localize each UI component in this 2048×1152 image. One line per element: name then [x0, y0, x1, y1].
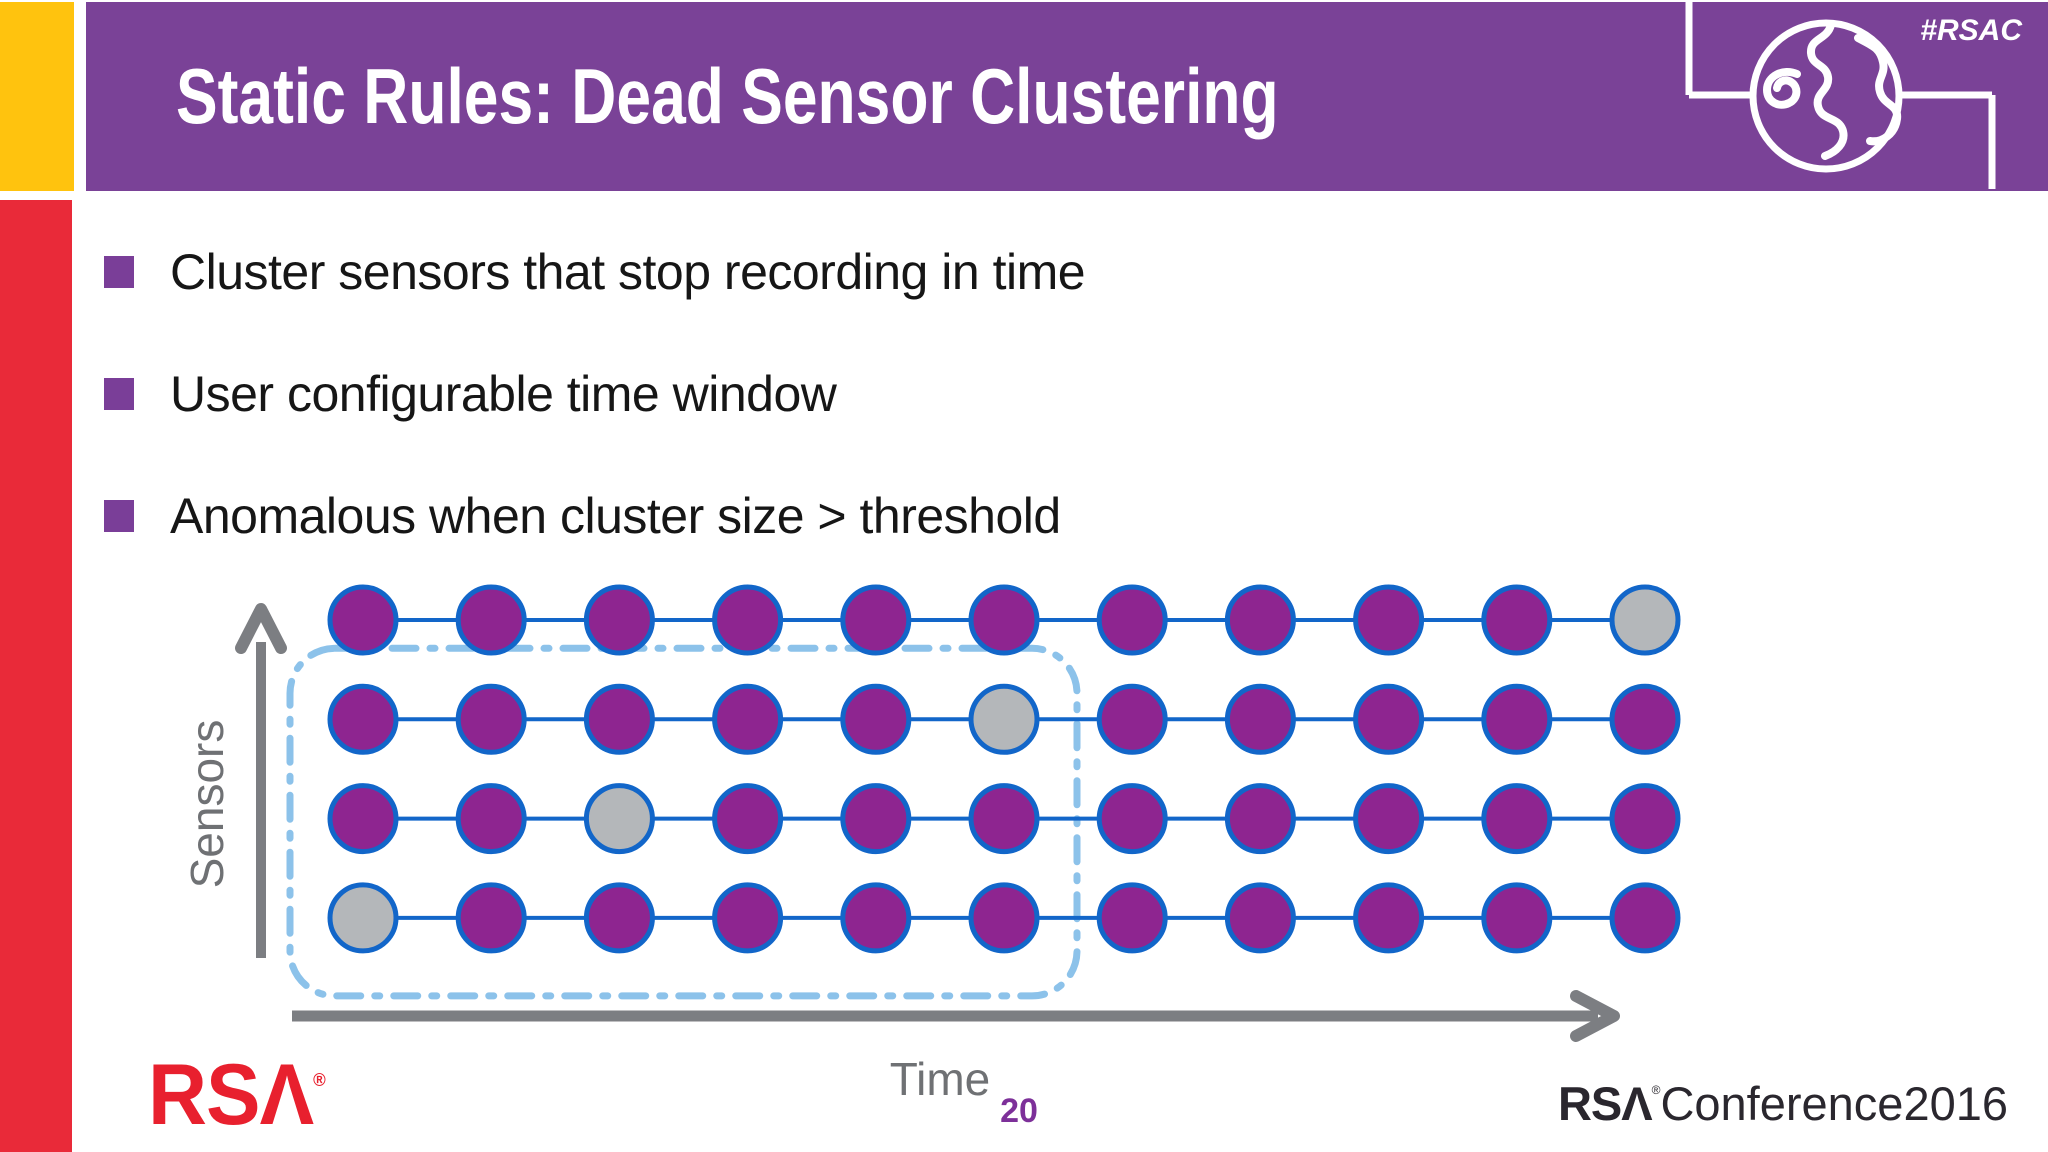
sensor-node — [1353, 683, 1425, 755]
sensor-node-dead — [1609, 584, 1681, 656]
sensor-node — [1481, 882, 1553, 954]
sensor-node — [1609, 882, 1681, 954]
sensor-node — [1481, 584, 1553, 656]
sensor-node — [455, 882, 527, 954]
page-title-wrap: Static Rules: Dead Sensor Clustering — [176, 2, 1554, 191]
sensor-node — [712, 882, 784, 954]
sensor-node — [1353, 882, 1425, 954]
y-axis-arrowhead-icon — [235, 603, 287, 654]
page-title: Static Rules: Dead Sensor Clustering — [176, 52, 1279, 140]
sensor-node — [1224, 584, 1296, 656]
page-number: 20 — [1000, 1092, 1038, 1130]
conference-hashtag: #RSAC — [1920, 14, 2022, 47]
accent-block-yellow — [0, 2, 74, 191]
registered-mark: ® — [313, 1070, 326, 1090]
y-axis-label: Sensors — [181, 719, 233, 889]
sensor-node-dead — [583, 783, 655, 855]
sensor-node — [1609, 683, 1681, 755]
cluster-window — [286, 644, 1081, 1000]
x-axis-label: Time — [889, 1053, 991, 1105]
sensor-node — [455, 683, 527, 755]
sensor-node — [327, 683, 399, 755]
rsa-logo: RSΛ® — [148, 1052, 326, 1138]
sensor-node — [1481, 683, 1553, 755]
sensor-node — [583, 882, 655, 954]
bullet-marker-icon — [104, 256, 134, 288]
rsa-conference-logo: RSΛ®Conference2016 — [1558, 1080, 2008, 1127]
bullet-item: Anomalous when cluster size > threshold — [104, 486, 1085, 546]
sensor-node — [1609, 783, 1681, 855]
sensor-node — [1096, 584, 1168, 656]
bullet-item: Cluster sensors that stop recording in t… — [104, 242, 1086, 302]
bullet-list: Cluster sensors that stop recording in t… — [104, 242, 1086, 608]
rsa-logo-text: RSΛ — [148, 1047, 314, 1143]
sensor-node — [1096, 882, 1168, 954]
sensor-node — [840, 882, 912, 954]
sensor-node — [583, 683, 655, 755]
sensor-node — [1224, 882, 1296, 954]
bullet-marker-icon — [104, 500, 134, 532]
bullet-text: User configurable time window — [170, 366, 837, 422]
conference-logo-rest: Conference2016 — [1660, 1077, 2008, 1130]
bullet-marker-icon — [104, 378, 134, 410]
sensor-node — [1096, 783, 1168, 855]
sensor-node — [1224, 683, 1296, 755]
sensor-node — [1353, 783, 1425, 855]
sensor-node — [455, 783, 527, 855]
bullet-text: Anomalous when cluster size > threshold — [170, 488, 1061, 544]
sensor-node-dead — [968, 683, 1040, 755]
sensor-node — [1353, 584, 1425, 656]
sensor-node — [840, 683, 912, 755]
bullet-item: User configurable time window — [104, 364, 1085, 424]
sensor-node — [1481, 783, 1553, 855]
bullet-text: Cluster sensors that stop recording in t… — [170, 244, 1086, 300]
sensor-node — [327, 783, 399, 855]
sensor-node — [1096, 683, 1168, 755]
accent-block-red — [0, 200, 72, 1152]
x-axis-arrowhead-icon — [1570, 990, 1620, 1042]
sensor-node — [1224, 783, 1296, 855]
sensor-node-dead — [327, 882, 399, 954]
sensor-node — [840, 783, 912, 855]
sensor-node — [712, 783, 784, 855]
sensor-node — [968, 783, 1040, 855]
sensor-node — [712, 683, 784, 755]
sensor-node — [968, 882, 1040, 954]
conference-logo-bold: RSΛ — [1557, 1077, 1653, 1130]
registered-mark: ® — [1651, 1083, 1661, 1097]
